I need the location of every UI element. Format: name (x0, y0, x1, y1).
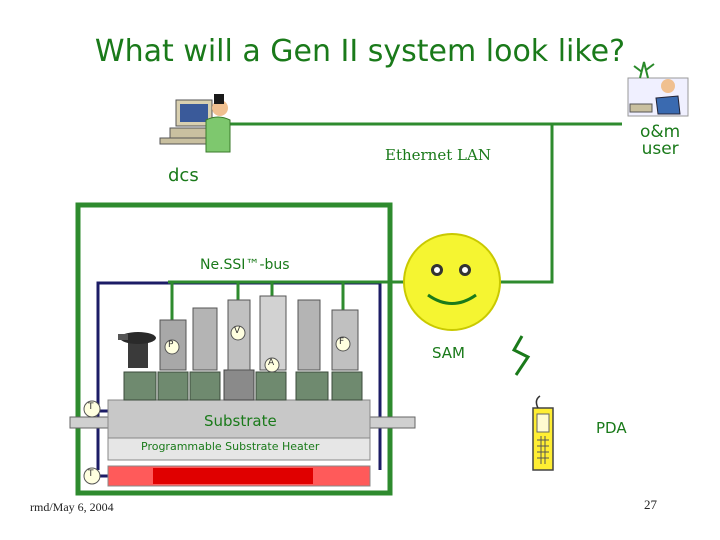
component-bases (123, 371, 363, 401)
heater-block (107, 437, 371, 461)
pressure-regulator-component (118, 332, 156, 368)
heater-label: Programmable Substrate Heater (141, 440, 320, 453)
lightning-icon (511, 335, 531, 376)
page-number: 27 (644, 497, 657, 512)
tag-pressure: P (168, 340, 174, 350)
instrument-tags (83, 325, 351, 485)
nessi-bus-label: Ne.SSI™-bus (200, 257, 290, 273)
substrate-label: Substrate (204, 412, 277, 430)
sam-label: SAM (432, 344, 466, 362)
tag-temp-bottom: T (88, 469, 94, 479)
tag-temp-top: T (88, 402, 94, 412)
om-user-icon (627, 61, 689, 117)
pda-label: PDA (596, 419, 627, 437)
system-enclosure (75, 202, 393, 496)
substrate-block (107, 399, 371, 439)
slide-title: What will a Gen II system look like? (94, 34, 626, 69)
pda-device-icon (532, 395, 554, 471)
tag-valve: V (234, 326, 241, 336)
om-user-label: o&m user (640, 122, 681, 159)
ethernet-lan-label: Ethernet LAN (385, 146, 491, 164)
dcs-label: dcs (168, 165, 199, 186)
tag-flow: F (339, 337, 345, 347)
red-heater-label-bg (153, 468, 313, 484)
tag-analyzer: A (268, 358, 275, 368)
footer-date: rmd/May 6, 2004 (30, 500, 114, 514)
smiley-face-icon (403, 233, 501, 331)
computer-operator-icon (159, 94, 231, 153)
